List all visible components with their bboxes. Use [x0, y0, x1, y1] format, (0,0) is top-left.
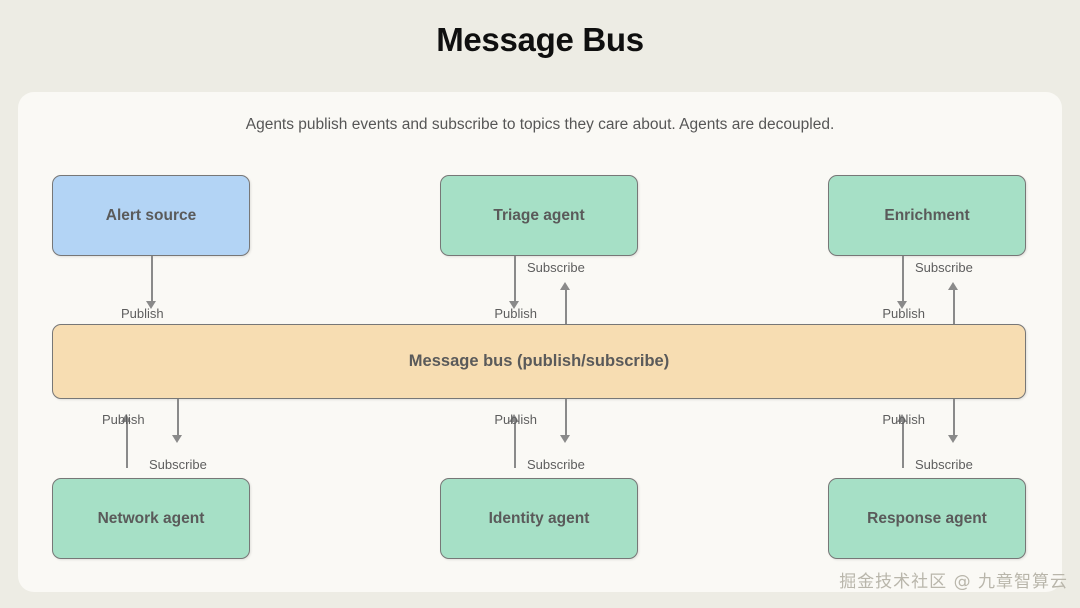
- node-message-bus[interactable]: Message bus (publish/subscribe): [52, 324, 1026, 399]
- node-label: Network agent: [97, 509, 205, 527]
- edge-label-publish: Publish: [494, 412, 537, 427]
- edge-subscribe-arrowhead: [172, 435, 182, 443]
- edge-label-subscribe: Subscribe: [915, 457, 973, 472]
- edge-label-publish: Publish: [882, 306, 925, 321]
- edge-subscribe-line: [953, 399, 955, 437]
- edge-subscribe-arrowhead: [560, 435, 570, 443]
- node-response-agent[interactable]: Response agent: [828, 478, 1026, 559]
- node-identity-agent[interactable]: Identity agent: [440, 478, 638, 559]
- edge-label-subscribe: Subscribe: [527, 260, 585, 275]
- node-label: Enrichment: [884, 206, 970, 224]
- edge-subscribe-arrowhead: [560, 282, 570, 290]
- node-enrichment[interactable]: Enrichment: [828, 175, 1026, 256]
- edge-label-subscribe: Subscribe: [915, 260, 973, 275]
- edge-publish-line: [151, 256, 153, 303]
- node-triage-agent[interactable]: Triage agent: [440, 175, 638, 256]
- edge-publish-arrowhead: [146, 301, 156, 309]
- diagram-card: Agents publish events and subscribe to t…: [18, 92, 1062, 592]
- edge-publish-line: [902, 256, 904, 303]
- edge-publish-arrowhead: [121, 414, 131, 422]
- edge-subscribe-line: [177, 399, 179, 437]
- node-label: Identity agent: [488, 509, 590, 527]
- edge-label-subscribe: Subscribe: [527, 457, 585, 472]
- node-network-agent[interactable]: Network agent: [52, 478, 250, 559]
- edge-publish-arrowhead: [897, 414, 907, 422]
- edge-publish-line: [126, 422, 128, 468]
- edge-publish-line: [902, 422, 904, 468]
- node-alert-source[interactable]: Alert source: [52, 175, 250, 256]
- edge-publish-arrowhead: [897, 301, 907, 309]
- edge-subscribe-arrowhead: [948, 435, 958, 443]
- watermark: 掘金技术社区 @ 九章智算云: [839, 572, 1068, 592]
- edge-publish-line: [514, 256, 516, 303]
- diagram-subtitle: Agents publish events and subscribe to t…: [245, 116, 835, 133]
- edge-subscribe-arrowhead: [948, 282, 958, 290]
- edge-label-publish: Publish: [882, 412, 925, 427]
- edge-subscribe-line: [565, 290, 567, 324]
- edge-subscribe-line: [565, 399, 567, 437]
- node-label: Message bus (publish/subscribe): [408, 352, 670, 370]
- edge-label-publish: Publish: [102, 412, 145, 427]
- node-label: Response agent: [867, 509, 987, 527]
- edge-publish-arrowhead: [509, 301, 519, 309]
- page-title: Message Bus: [436, 21, 644, 58]
- edge-subscribe-line: [953, 290, 955, 324]
- edge-label-publish: Publish: [494, 306, 537, 321]
- edge-label-subscribe: Subscribe: [149, 457, 207, 472]
- edge-label-publish: Publish: [121, 306, 164, 321]
- edge-publish-line: [514, 422, 516, 468]
- node-label: Triage agent: [493, 206, 585, 224]
- node-label: Alert source: [105, 206, 197, 224]
- edge-publish-arrowhead: [509, 414, 519, 422]
